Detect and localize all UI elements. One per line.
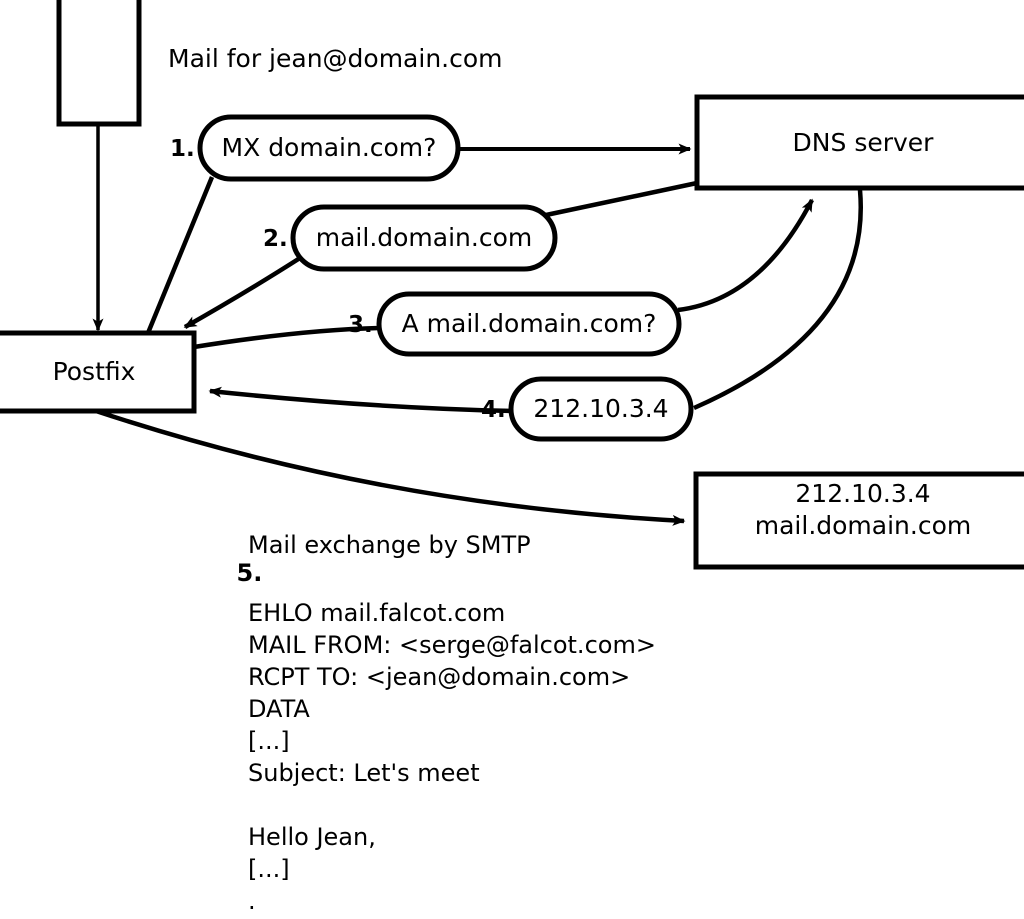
arrow-step4-to-postfix — [208, 386, 513, 414]
step-3-number: 3. — [348, 312, 373, 338]
smtp-transcript-line: RCPT TO: <jean@domain.com> — [248, 663, 631, 691]
step-3-bubble-shape — [376, 291, 682, 357]
line-postfix-to-step3 — [193, 325, 380, 350]
step-4-number: 4. — [481, 397, 506, 423]
step-2-number: 2. — [263, 226, 288, 252]
step-5-label: Mail exchange by SMTP — [248, 531, 531, 559]
step-2-bubble-shape — [290, 204, 558, 272]
line-dns-to-step4 — [693, 189, 863, 411]
arrow-postfix-to-mailserver — [95, 408, 686, 526]
smtp-transcript-line: Hello Jean, — [248, 823, 376, 851]
line-dns-to-step2 — [545, 180, 698, 218]
arrow-step2-to-postfix — [183, 256, 302, 329]
smtp-transcript-line: MAIL FROM: <serge@falcot.com> — [248, 631, 656, 659]
smtp-transcript-line: [...] — [248, 855, 290, 883]
sender-box-shape — [56, 0, 142, 127]
dns-server-box-shape — [694, 94, 1024, 191]
smtp-transcript-line: . — [248, 887, 256, 915]
mail-server-box-shape — [693, 471, 1024, 570]
step-1-number: 1. — [170, 136, 195, 162]
line-postfix-to-step1 — [145, 176, 215, 334]
step-4-bubble-shape — [508, 376, 694, 442]
smtp-transcript-line: Subject: Let's meet — [248, 759, 480, 787]
step-5-number-text: 5. — [236, 559, 263, 587]
arrow-step3-to-dns — [677, 198, 814, 313]
smtp-transcript-line: [...] — [248, 727, 290, 755]
smtp-transcript-line: DATA — [248, 695, 310, 723]
page-title: Mail for jean@domain.com — [168, 44, 503, 73]
smtp-transcript-line: EHLO mail.falcot.com — [248, 599, 506, 627]
step-1-bubble-shape — [197, 114, 461, 182]
step-5-number: 5. — [206, 531, 263, 615]
smtp-transcript-line — [248, 789, 656, 821]
postfix-box-shape — [0, 330, 197, 414]
